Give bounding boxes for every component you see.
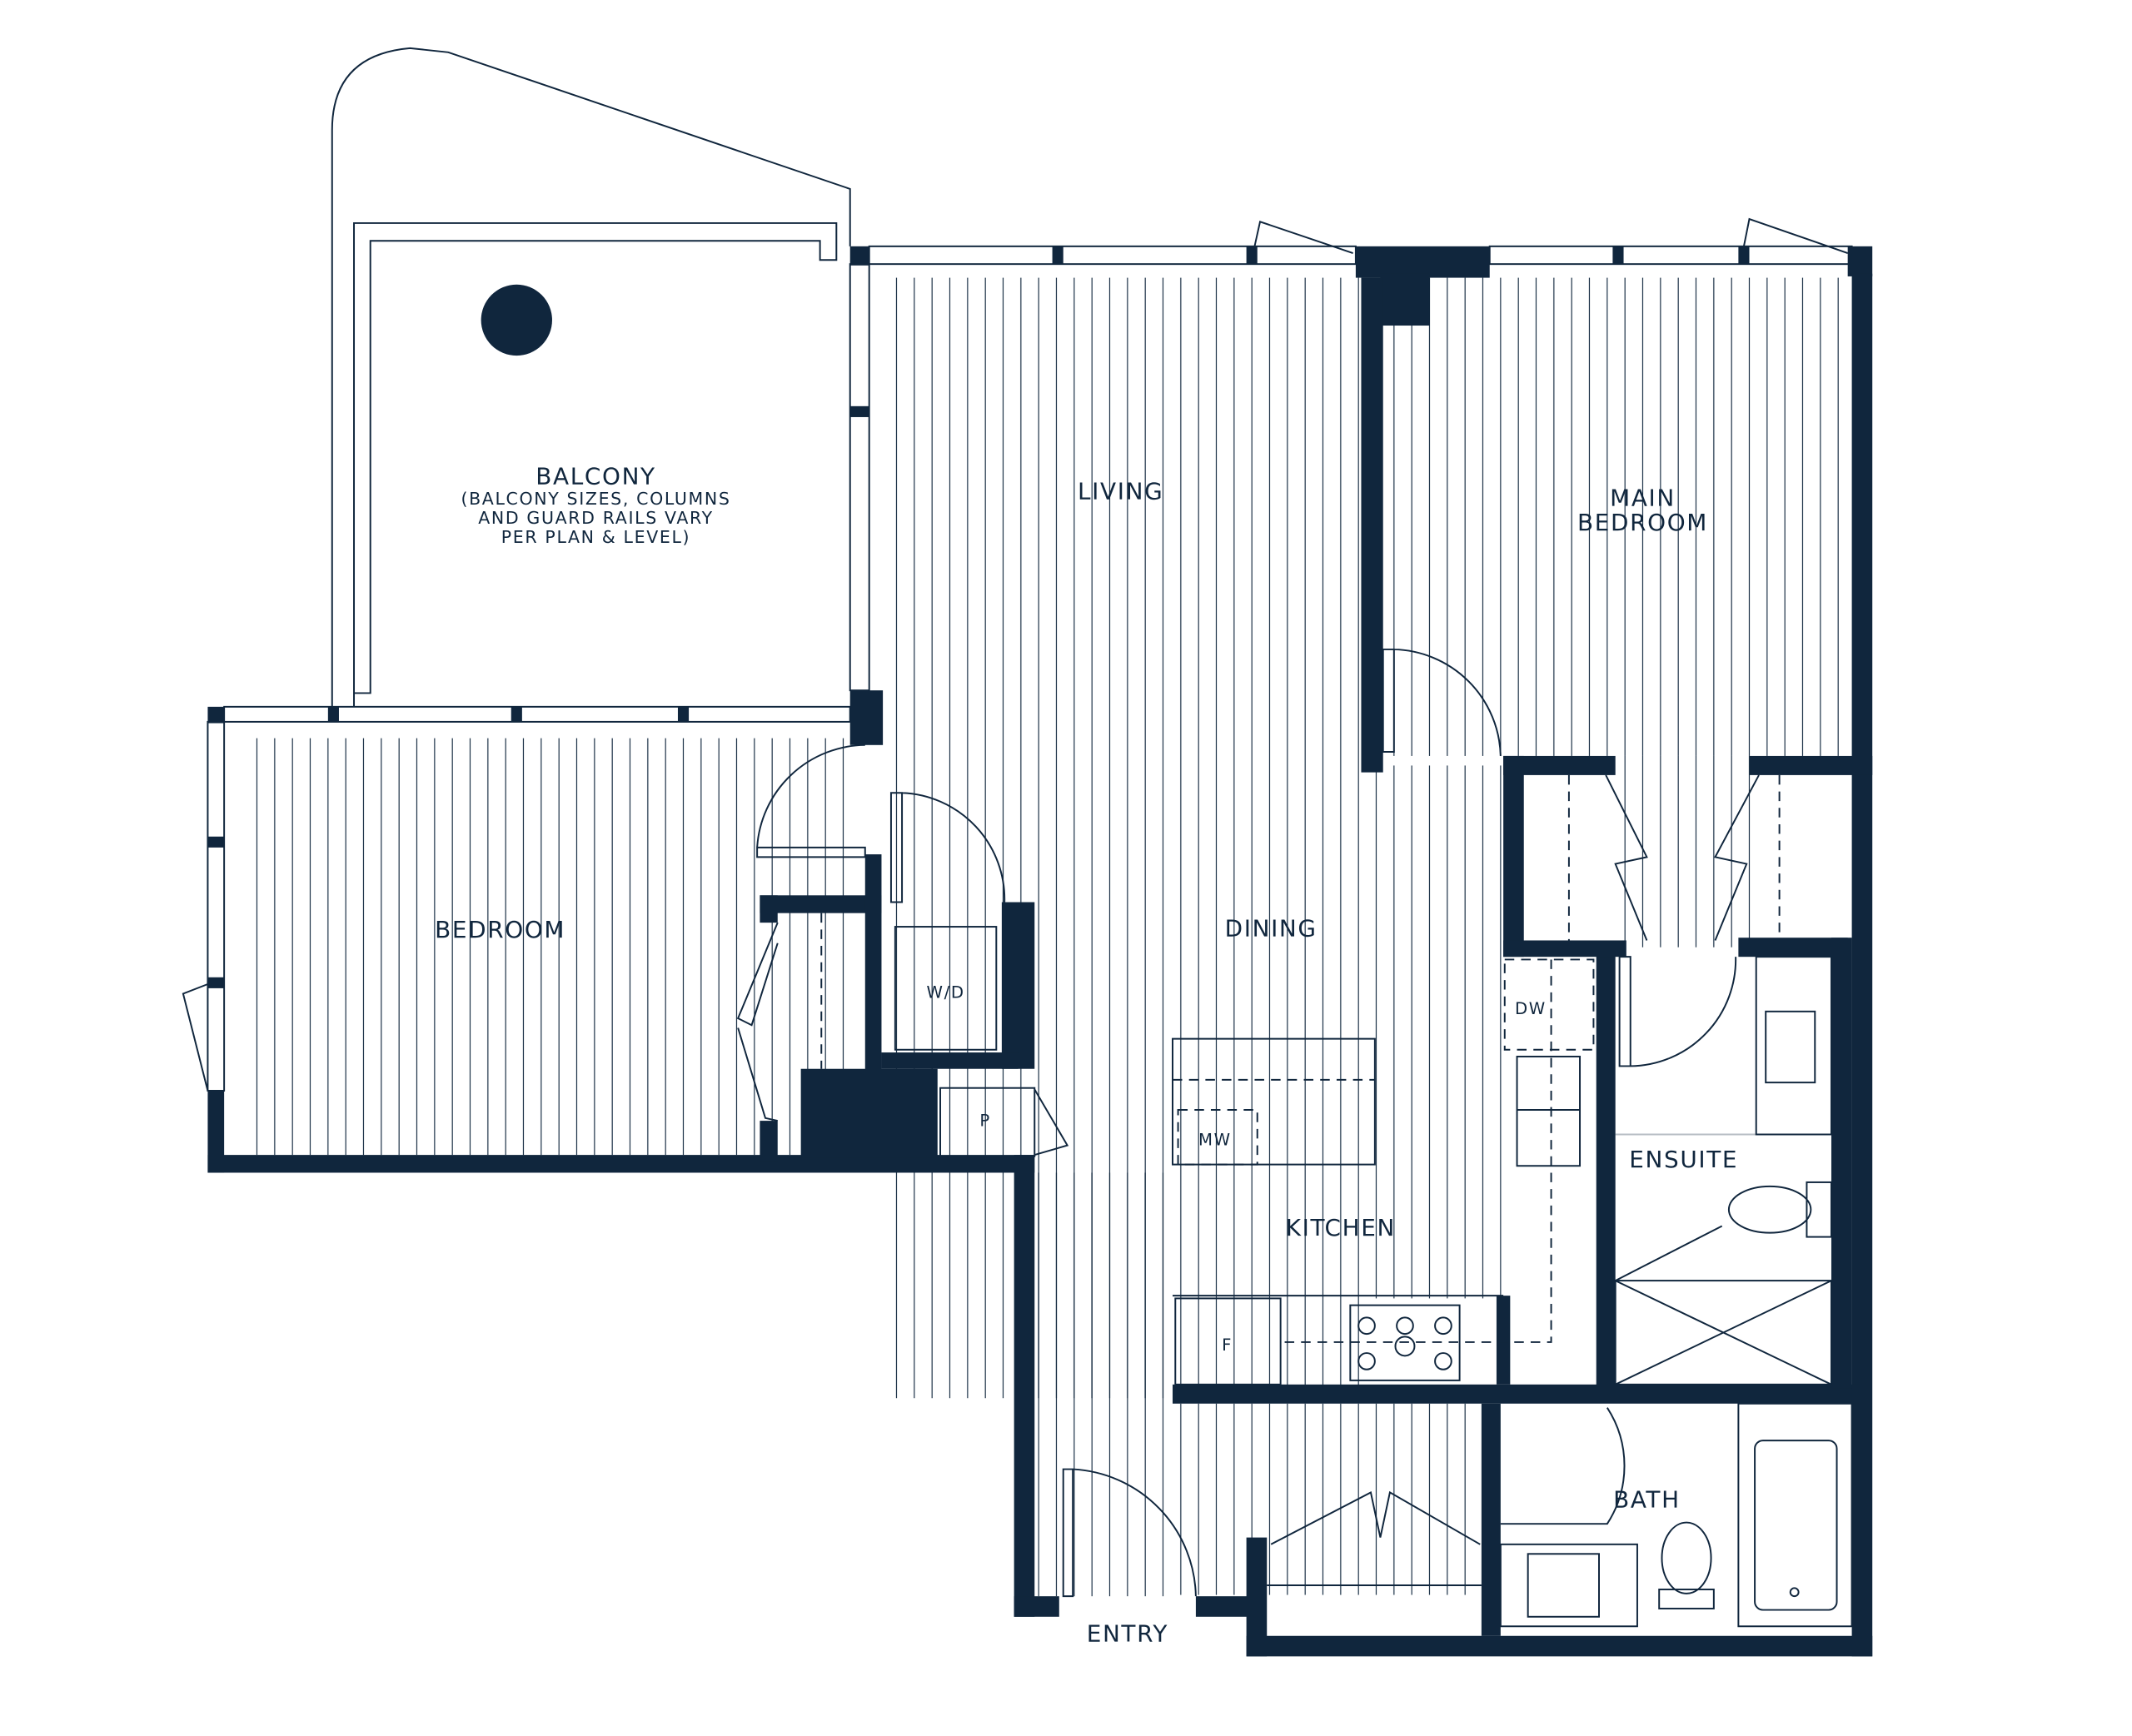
pantry	[939, 1087, 1036, 1157]
balcony-note: PER PLAN & LEVEL)	[501, 527, 690, 547]
washer-dryer	[894, 926, 998, 1051]
ensuite-label: ENSUITE	[1629, 1146, 1738, 1173]
washer-dryer-label: W/D	[926, 982, 964, 1002]
dining-label: DINING	[1225, 915, 1318, 943]
cooktop-icon	[1349, 1304, 1461, 1381]
living-label: LIVING	[1078, 477, 1163, 505]
balcony-label: BALCONY	[535, 462, 656, 490]
entry-label: ENTRY	[1087, 1619, 1168, 1647]
room-labels: BALCONY (BALCONY SIZES, COLUMNS AND GUAR…	[435, 462, 1738, 1647]
closet-rods	[820, 774, 1781, 1587]
fridge-label: F	[1222, 1336, 1233, 1355]
kitchen-label: KITCHEN	[1286, 1214, 1396, 1241]
kitchen-island	[1172, 1037, 1376, 1166]
microwave-label: MW	[1198, 1131, 1232, 1150]
bedroom-label: BEDROOM	[435, 916, 565, 943]
column	[481, 284, 552, 356]
main-bedroom-label: BEDROOM	[1577, 509, 1708, 536]
kitchen-counter	[1173, 957, 1595, 1385]
balcony-note: (BALCONY SIZES, COLUMNS	[461, 489, 730, 509]
bath-label: BATH	[1613, 1486, 1681, 1514]
balcony	[331, 47, 851, 707]
dishwasher-label: DW	[1515, 999, 1547, 1018]
main-bedroom-label: MAIN	[1610, 485, 1676, 512]
floor-hatching	[240, 277, 1852, 1597]
pantry-label: P	[979, 1112, 991, 1131]
bath-fixtures	[1499, 1402, 1853, 1628]
ensuite-fixtures	[1614, 956, 1832, 1385]
doors	[736, 648, 1760, 1598]
walls	[207, 246, 1873, 1657]
balcony-note: AND GUARD RAILS VARY	[478, 508, 714, 528]
